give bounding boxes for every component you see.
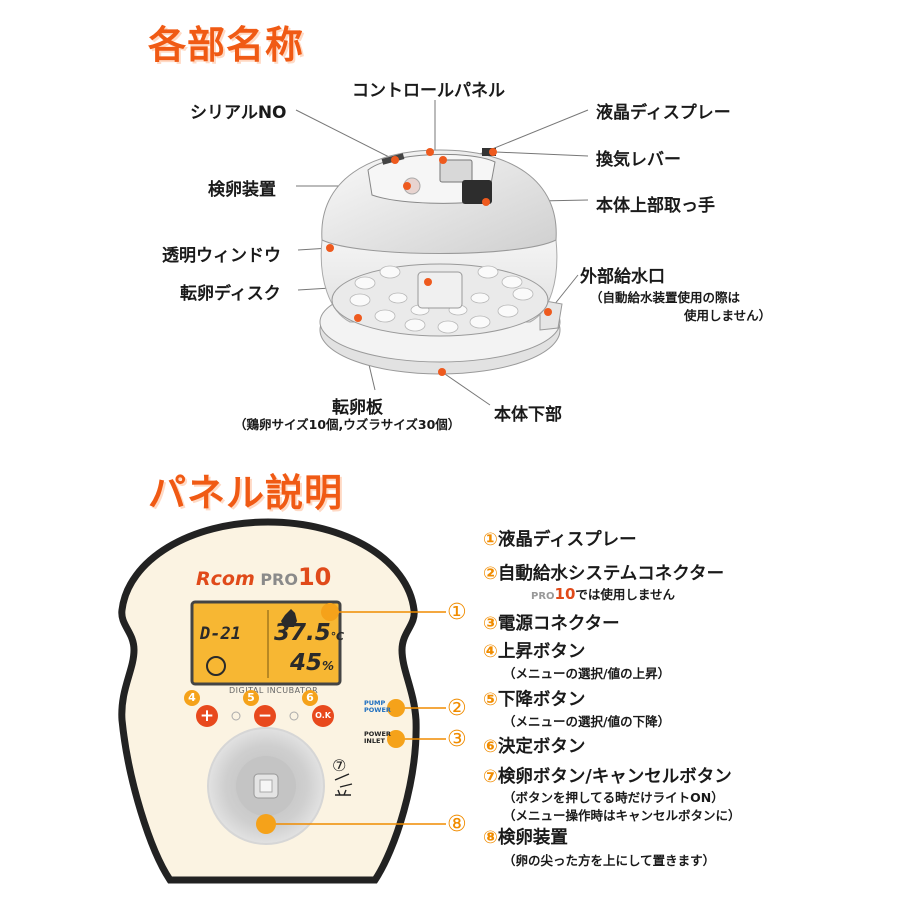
list-item: ①液晶ディスプレー xyxy=(483,530,637,550)
pump-label-1: PUMP xyxy=(364,699,386,707)
num-badge-5: 5 xyxy=(243,690,259,706)
list-item: ⑦検卵ボタン/キャンセルボタン xyxy=(483,767,732,787)
num-badge-7: ⑦ xyxy=(332,756,347,775)
power-label: POWER INLET xyxy=(364,731,391,745)
num-badge-6: 6 xyxy=(302,690,318,706)
candling-button-icon[interactable] xyxy=(330,774,358,802)
label-water-note-1: （自動給水装置使用の際は xyxy=(590,290,741,305)
up-button[interactable]: + xyxy=(199,706,215,726)
list-item: ④上昇ボタン xyxy=(483,642,586,662)
lcd-temp-value: 37.5 xyxy=(274,620,331,646)
brand-logo: Rcom PRO10 xyxy=(196,563,331,591)
label-control-panel: コントロールパネル xyxy=(352,81,505,101)
brand-pro: PRO xyxy=(260,570,298,589)
brand-10: 10 xyxy=(297,563,332,591)
label-top-handle: 本体上部取っ手 xyxy=(596,196,715,216)
label-serial: シリアルNO xyxy=(190,103,287,123)
callout-2: ② xyxy=(447,696,467,721)
down-button[interactable]: − xyxy=(257,706,273,726)
ok-button[interactable]: O.K xyxy=(315,711,331,720)
label-lcd: 液晶ディスプレー xyxy=(596,103,731,123)
device-label: DIGITAL INCUBATOR xyxy=(229,686,319,695)
list-note-7a: （ボタンを押してる時だけライトON） xyxy=(503,790,724,805)
lcd-temperature: 37.5℃ xyxy=(274,620,344,646)
lcd-humidity: 45% xyxy=(290,650,334,676)
label-water-inlet: 外部給水口 xyxy=(580,267,665,287)
list-note-4: （メニューの選択/値の上昇） xyxy=(503,666,671,681)
lcd-hum-value: 45 xyxy=(290,650,323,676)
list-item: ③電源コネクター xyxy=(483,614,620,634)
num-badge-4: 4 xyxy=(184,690,200,706)
power-label-2: INLET xyxy=(364,737,385,745)
label-candler: 検卵装置 xyxy=(208,180,276,200)
callout-3: ③ xyxy=(447,727,467,752)
lcd-day: D-21 xyxy=(200,624,241,644)
list-item: ⑥決定ボタン xyxy=(483,737,586,757)
lcd-temp-unit: ℃ xyxy=(330,630,345,643)
list-item: ⑧検卵装置 xyxy=(483,828,568,848)
label-base: 本体下部 xyxy=(494,405,562,425)
label-water-note-2: 使用しません） xyxy=(684,308,772,323)
power-label-1: POWER xyxy=(364,730,391,738)
list-item: ②自動給水システムコネクター xyxy=(483,564,725,584)
label-disk: 転卵ディスク xyxy=(180,284,281,304)
lcd-hum-unit: % xyxy=(322,659,335,673)
list-note-7b: （メニュー操作時はキャンセルボタンに） xyxy=(503,808,741,823)
label-plate: 転卵板 xyxy=(332,398,383,418)
list-item: ⑤下降ボタン xyxy=(483,690,586,710)
list-note-8: （卵の尖った方を上にして置きます） xyxy=(503,853,716,868)
pump-label: PUMP POWER xyxy=(364,700,391,714)
section-title-parts: 各部名称 xyxy=(148,23,305,67)
label-plate-note: （鶏卵サイズ10個,ウズラサイズ30個） xyxy=(234,417,461,432)
list-note-5: （メニューの選択/値の下降） xyxy=(503,714,671,729)
section-title-panel: パネル説明 xyxy=(148,471,344,515)
pump-label-2: POWER xyxy=(364,706,391,714)
label-vent-lever: 換気レバー xyxy=(596,150,681,170)
callout-1: ① xyxy=(447,600,467,625)
brand-r: Rcom xyxy=(196,568,255,590)
label-window: 透明ウィンドウ xyxy=(162,246,281,266)
list-note-2: PRO10では使用しません xyxy=(531,585,676,603)
callout-8: ⑧ xyxy=(447,812,467,837)
